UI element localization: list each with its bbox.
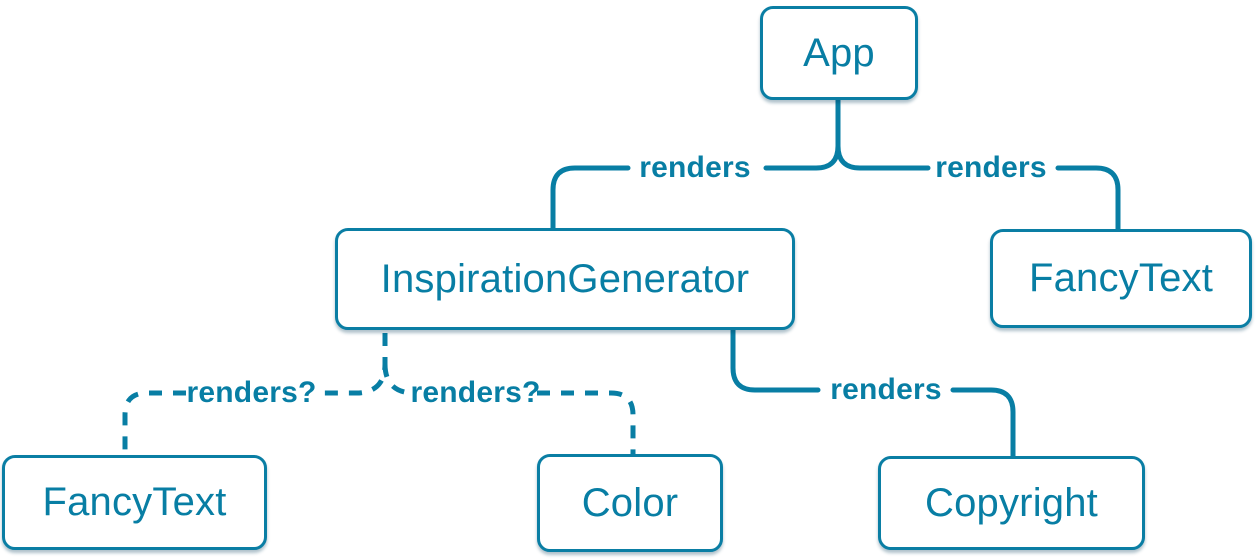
edge-app-to-fancytext-fork	[835, 97, 931, 171]
node-app: App	[760, 6, 918, 100]
edge-inspirationgenerator-to-copyright-head	[730, 327, 821, 393]
node-copyright: Copyright	[878, 456, 1145, 550]
node-color: Color	[537, 454, 723, 552]
edge-label-inspirationgenerator-to-color: renders?	[410, 376, 541, 409]
edge-app-to-inspirationgenerator-fork	[763, 97, 841, 171]
edge-inspirationgenerator-to-fancytext-tail	[122, 390, 186, 455]
edge-inspirationgenerator-to-color-tail	[537, 390, 636, 454]
edge-label-app-to-fancytext: renders	[935, 151, 1047, 184]
node-fancy-text-bottom: FancyText	[2, 455, 267, 550]
edge-app-to-fancytext-tail	[1055, 165, 1121, 232]
node-inspiration-generator: InspirationGenerator	[335, 228, 795, 330]
edge-label-inspirationgenerator-to-fancytext: renders?	[186, 376, 317, 409]
edge-inspirationgenerator-to-fancytext-stem	[322, 333, 388, 396]
edge-label-inspirationgenerator-to-copyright: renders	[830, 373, 942, 406]
edge-label-app-to-inspirationgenerator: renders	[639, 151, 751, 184]
edge-inspirationgenerator-to-color-flare	[382, 363, 415, 396]
node-fancy-text-top: FancyText	[990, 229, 1252, 328]
edge-app-to-inspirationgenerator-tail	[550, 165, 631, 231]
edge-inspirationgenerator-to-copyright-tail	[950, 387, 1016, 459]
